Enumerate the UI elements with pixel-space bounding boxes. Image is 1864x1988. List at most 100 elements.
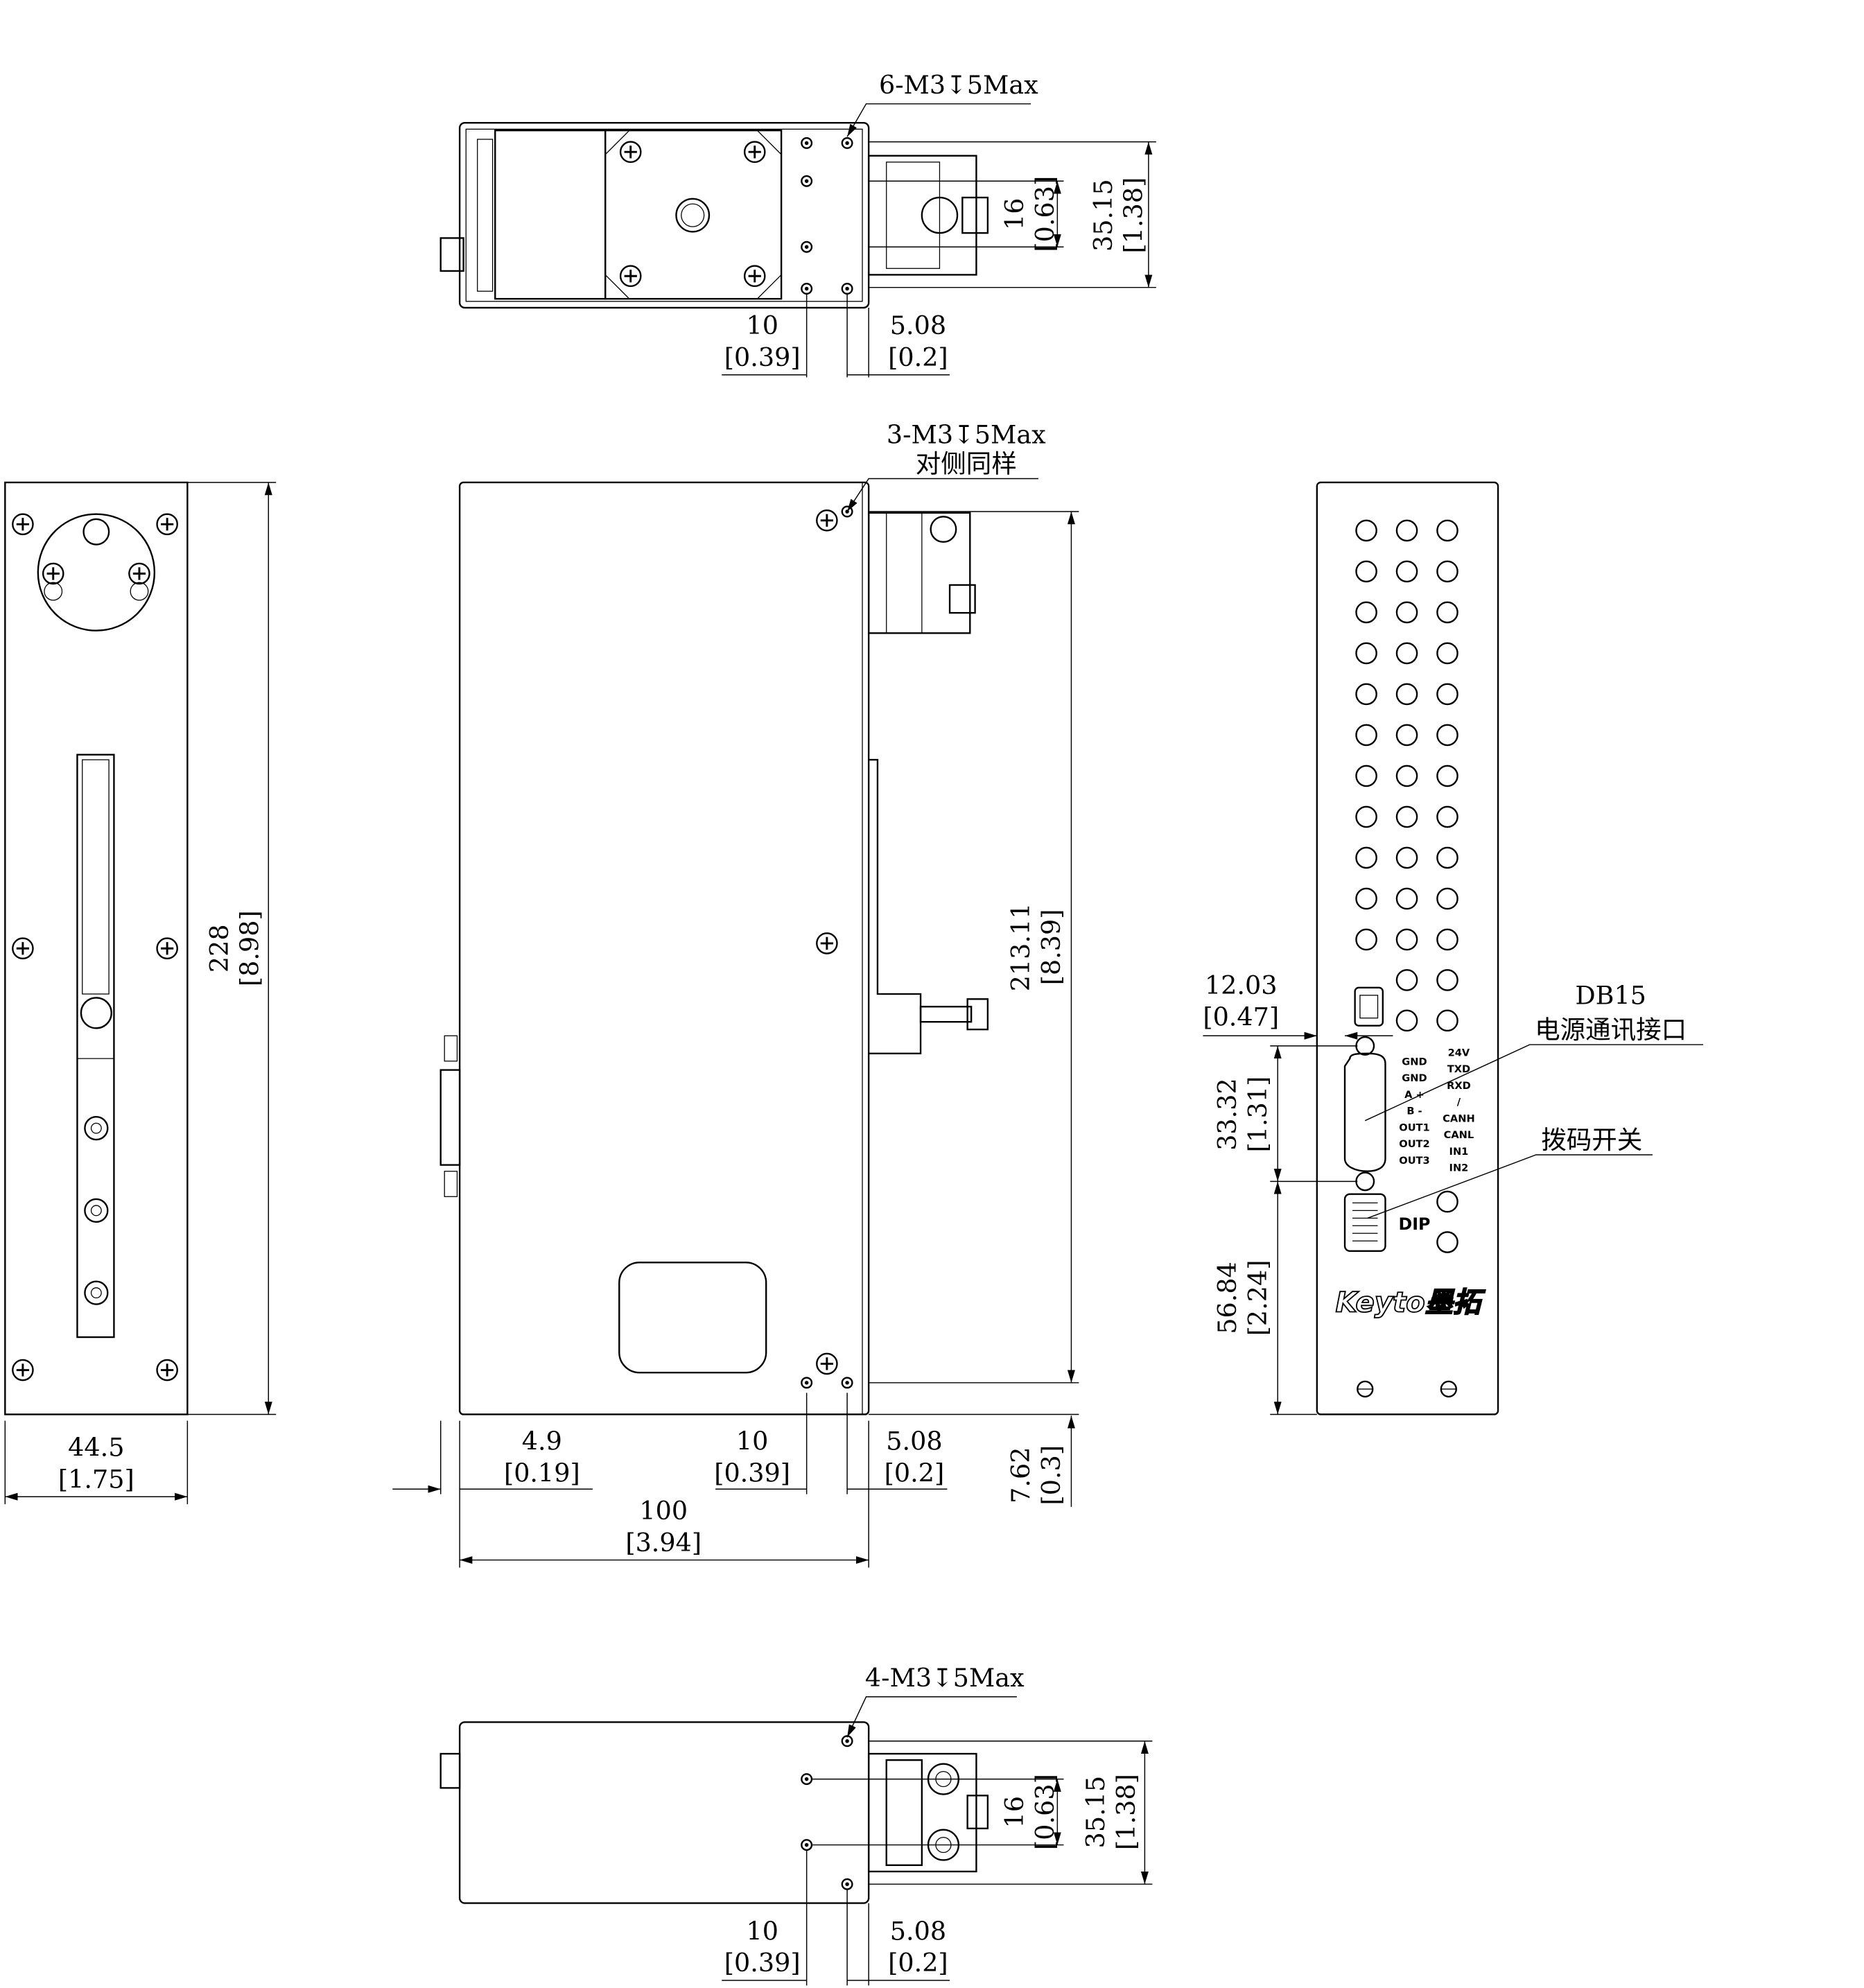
indicator-hole — [1395, 601, 1418, 624]
svg-text:IN1: IN1 — [1449, 1146, 1469, 1158]
front-dim-span: 213.11 — [1006, 903, 1036, 992]
dip-desc: 拨码开关 — [1541, 1125, 1642, 1155]
pin-labels-left: GND GND A + B - OUT1 OUT2 OUT3 — [1399, 1056, 1429, 1166]
top-dim-edge: 5.08 — [890, 311, 946, 340]
indicator-hole — [1395, 1009, 1418, 1032]
indicator-hole — [1436, 765, 1458, 787]
indicator-hole — [1395, 887, 1418, 910]
svg-text:/: / — [1457, 1097, 1461, 1108]
front-dim-offset: 10 — [736, 1427, 768, 1456]
top-dim-offset: 10 — [746, 311, 778, 340]
indicator-hole — [1436, 805, 1458, 828]
front-dim-offset-in: [0.39] — [714, 1458, 790, 1488]
bottom-dim-height: 35.15 — [1081, 1776, 1110, 1849]
top-view: 6-M3↧5Max 35.15 [1.38] 16 [0.63] 10 [0.3… — [439, 70, 1156, 378]
side-dim-height: 228 — [204, 924, 234, 973]
svg-text:RXD: RXD — [1447, 1080, 1471, 1092]
side-dim-width: 44.5 — [68, 1433, 124, 1463]
indicator-hole — [1395, 724, 1418, 747]
top-dim-spacing-in: [0.63] — [1030, 176, 1060, 252]
indicator-hole — [1436, 969, 1458, 991]
svg-text:OUT2: OUT2 — [1399, 1138, 1429, 1150]
bottom-view: 4-M3↧5Max 35.15 [1.38] 16 [0.63] 10 [0.3… — [439, 1663, 1153, 1986]
indicator-hole — [1436, 1231, 1458, 1253]
indicator-hole — [1355, 560, 1377, 583]
indicator-hole — [1355, 765, 1377, 787]
indicator-hole — [1436, 683, 1458, 706]
indicator-hole — [1436, 519, 1458, 542]
indicator-hole — [1436, 601, 1458, 624]
indicator-hole — [1395, 642, 1418, 665]
indicator-hole — [1355, 519, 1377, 542]
bottom-dim-offset-in: [0.39] — [724, 1948, 801, 1978]
top-dim-edge-in: [0.2] — [888, 342, 948, 372]
side-view: 228 [8.98] 44.5 [1.75] — [4, 481, 277, 1505]
svg-text:TXD: TXD — [1447, 1063, 1470, 1075]
svg-text:CANH: CANH — [1443, 1113, 1474, 1125]
indicator-holes — [1355, 519, 1458, 1253]
svg-text:GND: GND — [1402, 1056, 1427, 1067]
top-dim-height-in: [1.38] — [1119, 177, 1149, 254]
front-dim-bottom: 7.62 — [1006, 1447, 1036, 1503]
front-callout-note: 对侧同样 — [916, 448, 1017, 478]
bottom-dim-edge: 5.08 — [890, 1917, 946, 1946]
front-dim-bottom-in: [0.3] — [1036, 1445, 1066, 1506]
indicator-hole — [1436, 887, 1458, 910]
front-dim-left-in: [0.19] — [504, 1458, 580, 1488]
indicator-hole — [1395, 928, 1418, 951]
panel-dim-db15: 33.32 — [1212, 1078, 1242, 1151]
front-dim-edge: 5.08 — [886, 1427, 942, 1456]
indicator-hole — [1395, 519, 1418, 542]
top-callout: 6-M3↧5Max — [879, 70, 1038, 100]
indicator-hole — [1436, 642, 1458, 665]
indicator-hole — [1436, 928, 1458, 951]
indicator-hole — [1355, 805, 1377, 828]
bottom-dim-spacing: 16 — [1000, 1796, 1029, 1828]
indicator-hole — [1355, 928, 1377, 951]
indicator-hole — [1355, 683, 1377, 706]
top-dim-height: 35.15 — [1088, 179, 1118, 252]
bottom-dim-height-in: [1.38] — [1111, 1774, 1141, 1850]
dip-label: DIP — [1399, 1214, 1431, 1234]
indicator-hole — [1395, 969, 1418, 991]
bottom-dim-spacing-in: [0.63] — [1030, 1774, 1060, 1850]
svg-text:B -: B - — [1406, 1106, 1422, 1117]
indicator-hole — [1436, 560, 1458, 583]
db15-label: DB15 — [1575, 981, 1646, 1011]
front-dim-left: 4.9 — [522, 1427, 562, 1456]
indicator-hole — [1355, 601, 1377, 624]
top-dim-offset-in: [0.39] — [724, 342, 801, 372]
indicator-hole — [1395, 846, 1418, 869]
side-dim-height-in: [8.98] — [235, 910, 265, 986]
indicator-hole — [1436, 724, 1458, 747]
svg-text:A +: A + — [1404, 1089, 1425, 1101]
svg-text:CANL: CANL — [1444, 1129, 1474, 1141]
keyto-logo: Keyto墨拓 — [1336, 1287, 1486, 1319]
front-callout: 3-M3↧5Max — [887, 419, 1046, 449]
indicator-hole — [1395, 805, 1418, 828]
svg-text:24V: 24V — [1448, 1047, 1470, 1059]
svg-text:GND: GND — [1402, 1072, 1427, 1084]
bottom-callout: 4-M3↧5Max — [865, 1663, 1025, 1693]
panel-dim-bottom: 56.84 — [1212, 1262, 1242, 1334]
panel-dim-db15-in: [1.31] — [1243, 1076, 1273, 1153]
indicator-hole — [1436, 846, 1458, 869]
bottom-dim-offset: 10 — [746, 1917, 778, 1946]
indicator-hole — [1395, 765, 1418, 787]
panel-dim-connector: 12.03 — [1205, 970, 1278, 1000]
front-view: 3-M3↧5Max 对侧同样 213.11 [8.39] 7.62 [0.3] … — [392, 419, 1079, 1568]
indicator-hole — [1355, 642, 1377, 665]
side-dim-width-in: [1.75] — [58, 1464, 134, 1494]
front-dim-edge-in: [0.2] — [885, 1458, 945, 1488]
pin-labels-right: 24V TXD RXD / CANH CANL IN1 IN2 — [1443, 1047, 1474, 1174]
front-dim-width-in: [3.94] — [625, 1528, 702, 1558]
indicator-hole — [1355, 724, 1377, 747]
panel-dim-bottom-in: [2.24] — [1243, 1260, 1273, 1336]
indicator-hole — [1395, 683, 1418, 706]
indicator-hole — [1436, 1009, 1458, 1032]
svg-text:IN2: IN2 — [1449, 1162, 1469, 1174]
top-dim-spacing: 16 — [1000, 198, 1029, 229]
indicator-hole — [1436, 1190, 1458, 1213]
panel-view: GND GND A + B - OUT1 OUT2 OUT3 24V TXD R… — [1203, 481, 1703, 1415]
